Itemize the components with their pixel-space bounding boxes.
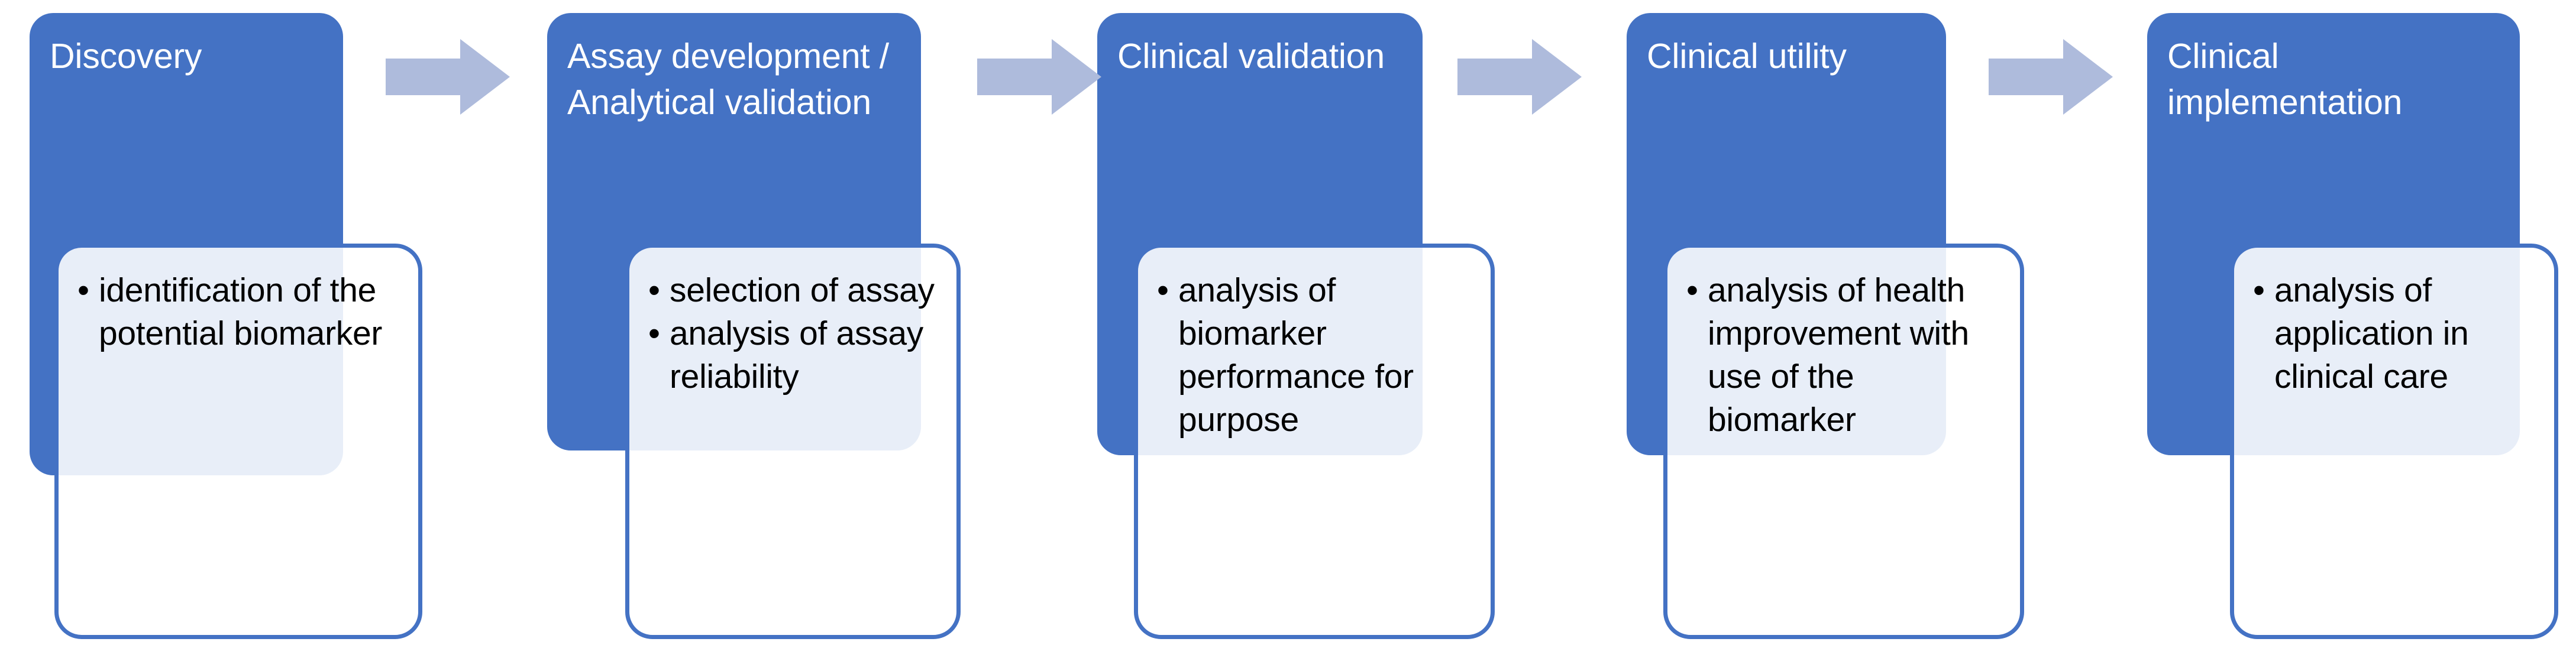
stage-bullet-card-clinical-validation[interactable]: •analysis of biomarker performance for p…: [1134, 244, 1495, 639]
stage-bullet-card-clinical-implementation[interactable]: •analysis of application in clinical car…: [2230, 244, 2558, 639]
stage-title-clinical-utility: Clinical utility: [1647, 37, 1847, 76]
bullet-dot-icon: •: [2253, 271, 2265, 309]
stage-bullet-list-assay-development-analytical-validation: • selection of assay • analysis of assay r…: [644, 269, 942, 398]
stage-title-discovery: Discovery: [50, 37, 202, 76]
bullet-dot-icon: •: [77, 271, 89, 309]
bullet-text: identification of the potential biomarke…: [99, 271, 383, 352]
stage-bullet-card-clinical-utility[interactable]: • analysis of health improvement with use…: [1663, 244, 2024, 639]
bullet-text: analysis of biomarker performance for pu…: [1178, 271, 1414, 439]
bullet-dot-icon: •: [1686, 271, 1698, 309]
list-item: • analysis of assay reliability: [644, 312, 942, 398]
stage-title-clinical-validation: Clinical validation: [1117, 37, 1385, 76]
stage-bullet-card-discovery[interactable]: • identification of the potential biomark…: [54, 244, 422, 639]
right-arrow-icon-4: [1989, 39, 2113, 115]
stage-bullet-list-clinical-validation: •analysis of biomarker performance for p…: [1152, 269, 1476, 442]
list-item: •analysis of biomarker performance for p…: [1152, 269, 1476, 442]
list-item: • analysis of health improvement with use…: [1682, 269, 2006, 442]
bullet-text: selection of assay: [670, 271, 935, 309]
bullet-text: analysis of application in clinical care: [2274, 271, 2469, 396]
right-arrow-icon-3: [1457, 39, 1582, 115]
stage-title-assay-development-analytical-validation: Assay development / Analytical validatio…: [567, 37, 889, 122]
right-arrow-icon-2: [977, 39, 1101, 115]
list-item: •analysis of application in clinical car…: [2248, 269, 2540, 398]
right-arrow-icon-1: [386, 39, 510, 115]
stage-bullet-list-clinical-utility: • analysis of health improvement with use…: [1682, 269, 2006, 442]
stage-title-clinical-implementation: Clinical implementation: [2167, 37, 2403, 122]
stage-bullet-list-discovery: • identification of the potential biomark…: [73, 269, 404, 355]
bullet-dot-icon: •: [1157, 271, 1169, 309]
list-item: • identification of the potential biomark…: [73, 269, 404, 355]
bullet-dot-icon: •: [648, 314, 660, 352]
stage-bullet-list-clinical-implementation: •analysis of application in clinical car…: [2248, 269, 2540, 398]
list-item: • selection of assay: [644, 269, 942, 312]
bullet-text: analysis of assay reliability: [670, 314, 923, 396]
bullet-dot-icon: •: [648, 271, 660, 309]
stage-bullet-card-assay-development-analytical-validation[interactable]: • selection of assay • analysis of assay r…: [625, 244, 961, 639]
bullet-text: analysis of health improvement with use …: [1708, 271, 1969, 439]
